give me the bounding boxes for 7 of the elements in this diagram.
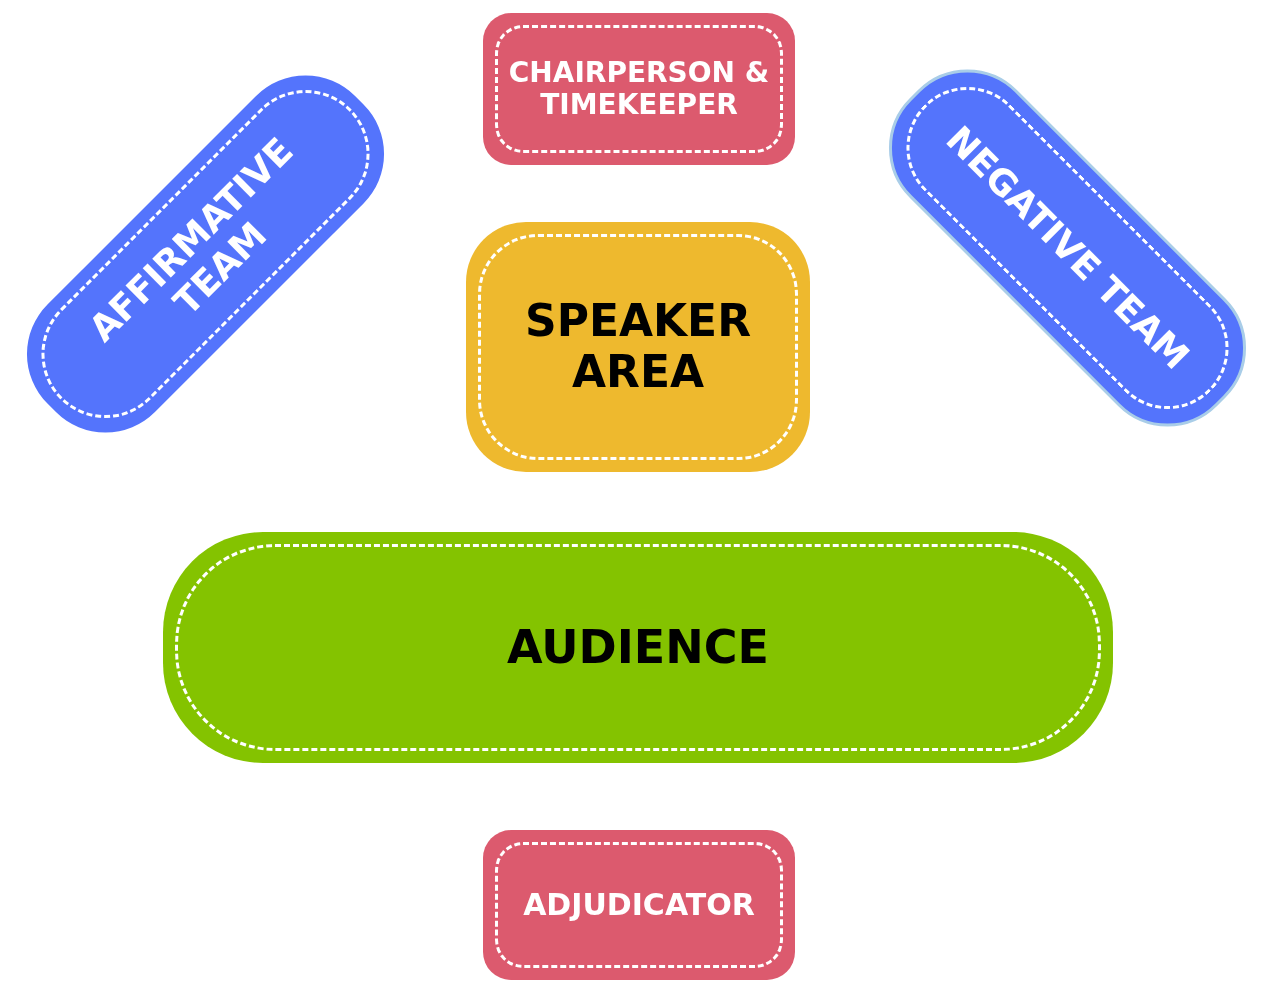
area-panel [466, 222, 810, 472]
area-label: ADJUDICATOR [523, 887, 755, 923]
area-panel [483, 830, 795, 980]
area-panel [483, 13, 795, 165]
area-label: SPEAKER AREA [523, 296, 753, 398]
area-label: CHAIRPERSON & TIMEKEEPER [507, 56, 771, 122]
area-label: AUDIENCE [507, 621, 769, 674]
